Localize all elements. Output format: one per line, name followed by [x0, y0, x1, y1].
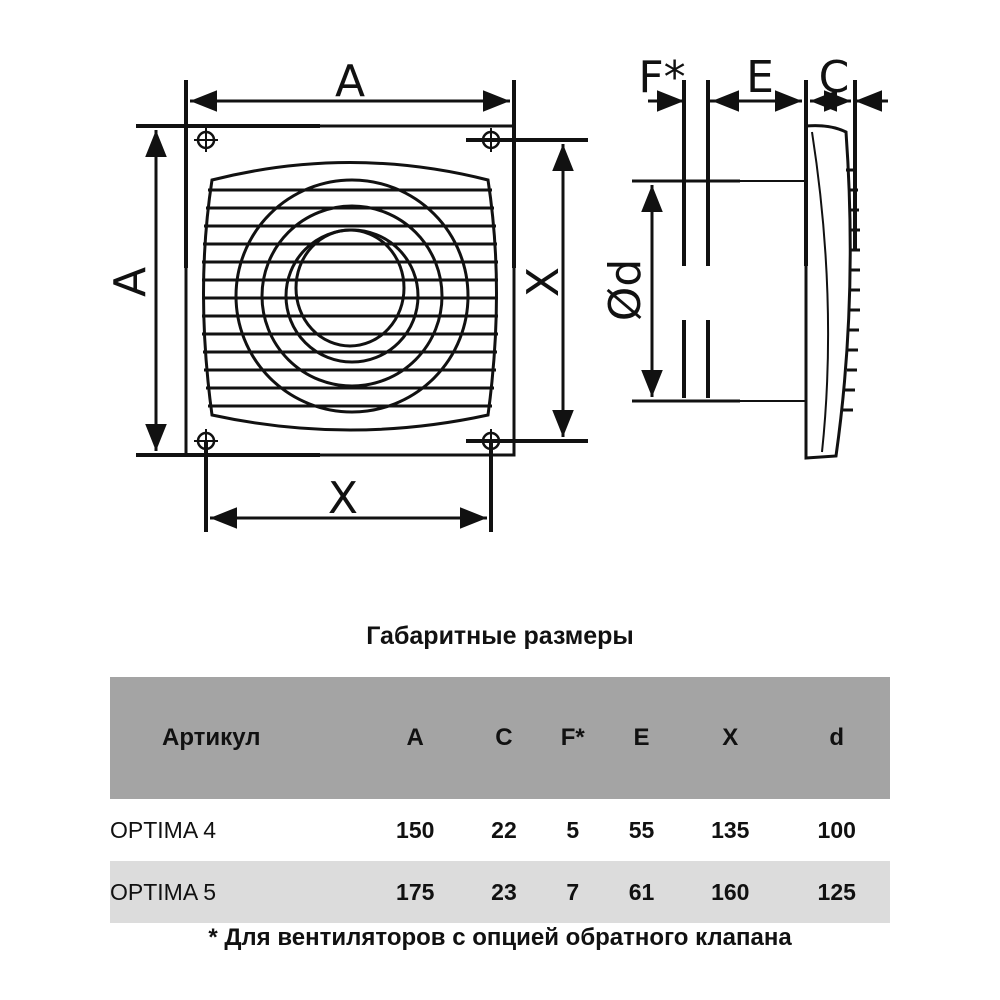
header-d: d — [783, 677, 890, 799]
front-view: A A X X — [105, 56, 588, 532]
table-header-row: Артикул A C F* E X d — [110, 677, 890, 799]
row-model: OPTIMA 4 — [110, 816, 217, 843]
front-grille-outline — [202, 161, 498, 432]
row-cell: 175 — [362, 861, 469, 923]
label-a-left: A — [105, 267, 156, 297]
side-grille-profile — [804, 124, 852, 460]
row-cell: 125 — [783, 861, 890, 923]
row-cell: 61 — [606, 861, 678, 923]
row-cell: 22 — [491, 816, 517, 843]
table-row: OPTIMA 5 175 23 7 61 160 125 — [110, 861, 890, 923]
grille-ring-inner — [284, 228, 420, 364]
table-row: OPTIMA 4 150 22 5 55 135 100 — [110, 799, 890, 861]
technical-drawing: A A X X — [105, 52, 888, 532]
row-model: OPTIMA 5 — [110, 861, 362, 923]
row-cell: 55 — [628, 816, 655, 843]
label-c: C — [819, 52, 850, 103]
central-hub — [294, 228, 406, 348]
row-cell: 7 — [539, 861, 607, 923]
label-x-right: X — [518, 267, 569, 297]
header-e: E — [606, 677, 678, 799]
label-d: Ød — [600, 259, 651, 322]
grille-louvres — [202, 188, 498, 408]
dimensions-table: Артикул A C F* E X d OPTIMA 4 150 22 5 5… — [110, 677, 890, 923]
header-f: F* — [539, 677, 607, 799]
grille-ring-outer — [234, 178, 470, 414]
side-grille-inner — [811, 131, 830, 453]
row-cell: 160 — [677, 861, 784, 923]
label-a-top: A — [335, 56, 365, 107]
row-cell: 150 — [396, 816, 435, 843]
table-title: Габаритные размеры — [366, 622, 634, 650]
header-article: Артикул — [110, 677, 362, 799]
side-duct-lines — [632, 179, 806, 403]
front-extension-lines — [136, 80, 588, 532]
header-a: A — [362, 677, 469, 799]
label-e: E — [746, 52, 774, 103]
screw-hole-top-left — [194, 128, 218, 152]
grille-ring-middle — [260, 204, 444, 388]
row-cell: 100 — [817, 816, 856, 843]
row-cell: 135 — [711, 816, 750, 843]
side-louvre-ticks — [843, 168, 860, 412]
footnote: * Для вентиляторов с опцией обратного кл… — [208, 924, 792, 951]
row-cell: 5 — [566, 816, 580, 843]
label-x-bottom: X — [328, 473, 358, 524]
row-cell: 23 — [468, 861, 540, 923]
header-c: C — [468, 677, 540, 799]
front-plate-outline — [184, 124, 516, 457]
label-f: F* — [638, 52, 685, 103]
side-view: F* E C Ød — [600, 52, 888, 460]
header-x: X — [677, 677, 784, 799]
